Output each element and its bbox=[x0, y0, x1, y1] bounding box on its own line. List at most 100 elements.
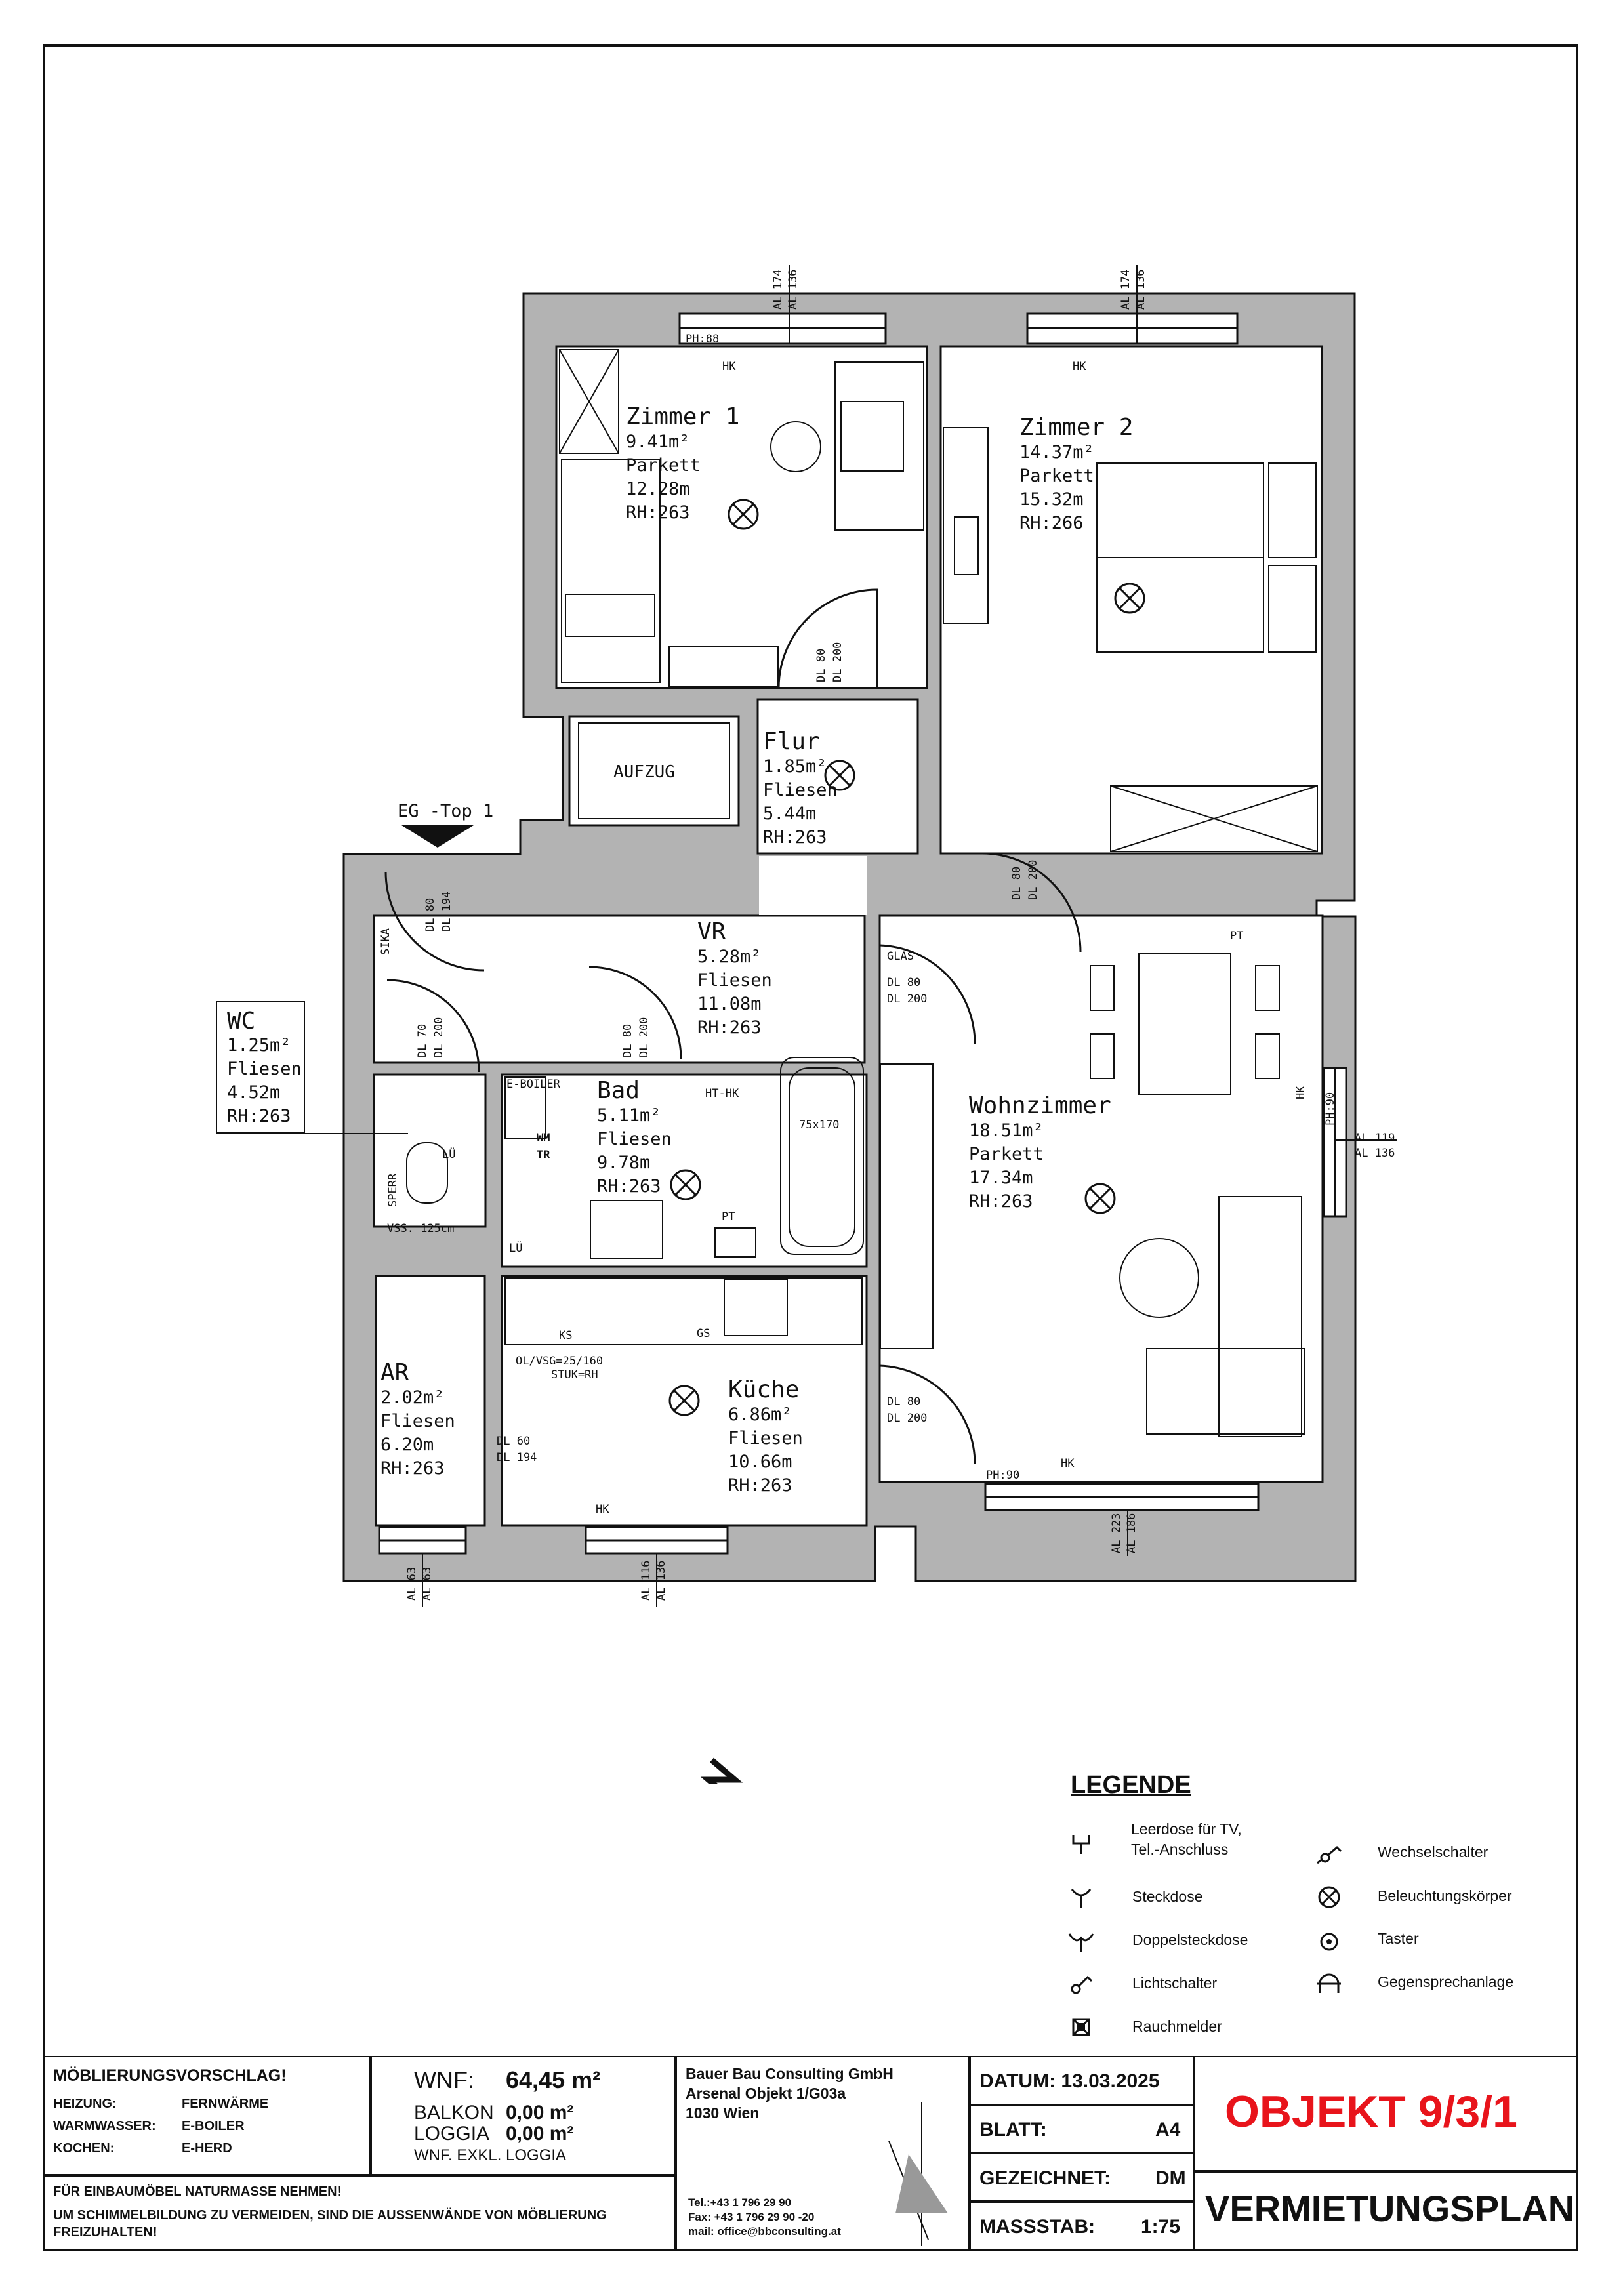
svg-text:DL 80: DL 80 bbox=[887, 976, 920, 989]
light-fixture-icon bbox=[1318, 1886, 1340, 1908]
svg-text:WM: WM bbox=[537, 1132, 550, 1145]
door-swings bbox=[384, 588, 1082, 1465]
svg-text:1.85m²: 1.85m² bbox=[763, 756, 827, 777]
svg-text:HK: HK bbox=[722, 360, 736, 373]
loggia-value: 0,00 m² bbox=[506, 2123, 574, 2144]
svg-text:11.08m: 11.08m bbox=[697, 994, 762, 1014]
company-mail: mail: office@bbconsulting.at bbox=[688, 2225, 841, 2238]
objekt-number: OBJEKT 9/3/1 bbox=[1225, 2087, 1517, 2137]
kochen-value: E-HERD bbox=[182, 2141, 232, 2156]
svg-text:TR: TR bbox=[537, 1149, 550, 1162]
title-block-grid bbox=[43, 2056, 1578, 2251]
svg-text:AL 63: AL 63 bbox=[405, 1567, 419, 1601]
legend-label-light-switch: Lichtschalter bbox=[1132, 1975, 1218, 1992]
furniture bbox=[406, 349, 1318, 1437]
svg-text:LÜ: LÜ bbox=[509, 1240, 522, 1255]
tv-socket-icon bbox=[1072, 1835, 1090, 1854]
svg-text:PH:88: PH:88 bbox=[686, 333, 719, 346]
svg-text:RH:263: RH:263 bbox=[697, 1017, 762, 1038]
svg-text:HK: HK bbox=[1073, 360, 1086, 373]
svg-text:HK: HK bbox=[1294, 1086, 1307, 1099]
svg-text:DL 200: DL 200 bbox=[887, 1412, 927, 1425]
loggia-label: LOGGIA bbox=[414, 2123, 490, 2144]
room-label-flur: Flur 1.85m² Fliesen 5.44m RH:263 bbox=[763, 728, 838, 848]
svg-text:AL 119: AL 119 bbox=[1355, 1132, 1395, 1145]
room-label-wc: WC 1.25m² Fliesen 4.52m RH:263 bbox=[216, 1001, 408, 1134]
legend-label-intercom: Gegensprechanlage bbox=[1378, 1973, 1514, 1990]
balkon-label: BALKON bbox=[414, 2102, 494, 2123]
lift-shaft bbox=[568, 715, 740, 827]
drawing-frame bbox=[43, 44, 1578, 2251]
svg-text:DL 200: DL 200 bbox=[638, 1017, 651, 1057]
svg-text:DL 60: DL 60 bbox=[497, 1435, 530, 1448]
legend-title: LEGENDE bbox=[1071, 1771, 1191, 1799]
company-tel: Tel.:+43 1 796 29 90 bbox=[688, 2196, 792, 2209]
gezeichnet-value: DM bbox=[1155, 2167, 1186, 2189]
svg-text:HT-HK: HT-HK bbox=[705, 1087, 739, 1100]
svg-text:Fliesen: Fliesen bbox=[597, 1129, 672, 1149]
svg-text:Zimmer 1: Zimmer 1 bbox=[626, 403, 739, 430]
svg-text:PT: PT bbox=[722, 1210, 735, 1223]
room-label-zimmer2: Zimmer 2 14.37m² Parkett 15.32m RH:266 bbox=[1019, 414, 1133, 533]
legend-label-light-fixture: Beleuchtungskörper bbox=[1378, 1887, 1512, 1904]
legend-label-push-button: Taster bbox=[1378, 1930, 1419, 1947]
kochen-label: KOCHEN: bbox=[53, 2141, 115, 2156]
svg-text:6.86m²: 6.86m² bbox=[728, 1404, 792, 1425]
svg-text:RH:263: RH:263 bbox=[227, 1106, 291, 1126]
svg-text:Fliesen: Fliesen bbox=[763, 780, 838, 800]
company-name: Bauer Bau Consulting GmbH bbox=[686, 2065, 894, 2082]
svg-text:DL 194: DL 194 bbox=[497, 1451, 537, 1464]
svg-text:Parkett: Parkett bbox=[626, 455, 701, 476]
svg-text:DL 80: DL 80 bbox=[887, 1395, 920, 1408]
windows bbox=[378, 312, 1347, 1555]
wnf-value: 64,45 m² bbox=[506, 2066, 601, 2093]
legend-label-tv-socket: Leerdose für TV, Tel.-Anschluss bbox=[1131, 1820, 1242, 1858]
svg-text:Fliesen: Fliesen bbox=[227, 1059, 302, 1079]
wnf-label: WNF: bbox=[414, 2066, 474, 2093]
light-switch-icon bbox=[1071, 1975, 1093, 1994]
svg-text:Zimmer 2: Zimmer 2 bbox=[1019, 414, 1133, 441]
entrance-arrow bbox=[401, 825, 474, 848]
svg-text:AL 136: AL 136 bbox=[1134, 270, 1147, 310]
window-marks bbox=[422, 265, 1397, 1607]
svg-text:DL 200: DL 200 bbox=[432, 1017, 445, 1057]
moebl-title: MÖBLIERUNGSVORSCHLAG! bbox=[53, 2066, 287, 2085]
svg-text:Küche: Küche bbox=[728, 1376, 799, 1403]
svg-text:AR: AR bbox=[380, 1359, 409, 1386]
room-label-wohnzimmer: Wohnzimmer 18.51m² Parkett 17.34m RH:263 bbox=[969, 1092, 1111, 1212]
svg-text:HK: HK bbox=[596, 1503, 609, 1516]
svg-text:9.41m²: 9.41m² bbox=[626, 432, 690, 452]
svg-text:STUK=RH: STUK=RH bbox=[551, 1368, 598, 1382]
svg-text:AL 174: AL 174 bbox=[1119, 270, 1132, 310]
massstab-label: MASSSTAB: bbox=[979, 2216, 1096, 2238]
svg-text:OL/VSG=25/160: OL/VSG=25/160 bbox=[516, 1355, 603, 1368]
massstab-value: 1:75 bbox=[1141, 2216, 1181, 2238]
svg-text:HK: HK bbox=[1061, 1457, 1075, 1470]
company-fax: Fax: +43 1 796 29 90 -20 bbox=[688, 2211, 815, 2223]
north-arrow-icon bbox=[700, 1757, 743, 1784]
svg-text:5.44m: 5.44m bbox=[763, 804, 816, 824]
svg-text:Parkett: Parkett bbox=[969, 1144, 1044, 1164]
datum: DATUM: 13.03.2025 bbox=[979, 2070, 1160, 2092]
svg-text:PT: PT bbox=[1230, 930, 1243, 943]
svg-text:DL 80: DL 80 bbox=[621, 1024, 634, 1057]
socket-icon bbox=[1071, 1889, 1092, 1908]
svg-text:17.34m: 17.34m bbox=[969, 1168, 1033, 1188]
lift-label: AUFZUG bbox=[613, 762, 675, 782]
svg-text:DL 80: DL 80 bbox=[815, 649, 828, 682]
legend-label-double-socket: Doppelsteckdose bbox=[1132, 1931, 1248, 1948]
double-socket-icon bbox=[1068, 1933, 1094, 1952]
heizung-label: HEIZUNG: bbox=[53, 2097, 117, 2111]
svg-text:Fliesen: Fliesen bbox=[697, 970, 772, 991]
room-label-vr: VR 5.28m² Fliesen 11.08m RH:263 bbox=[697, 918, 772, 1038]
svg-text:WC: WC bbox=[227, 1008, 255, 1035]
svg-text:10.66m: 10.66m bbox=[728, 1452, 792, 1472]
push-button-icon bbox=[1320, 1933, 1338, 1951]
svg-text:AL 174: AL 174 bbox=[771, 270, 785, 310]
gezeichnet-label: GEZEICHNET: bbox=[979, 2167, 1111, 2189]
room-label-ar: AR 2.02m² Fliesen 6.20m RH:263 bbox=[380, 1359, 455, 1479]
svg-text:PH:90: PH:90 bbox=[986, 1469, 1019, 1482]
svg-text:DL 80: DL 80 bbox=[1010, 867, 1023, 900]
svg-text:GLAS: GLAS bbox=[887, 950, 914, 963]
intercom-icon bbox=[1317, 1973, 1341, 1993]
